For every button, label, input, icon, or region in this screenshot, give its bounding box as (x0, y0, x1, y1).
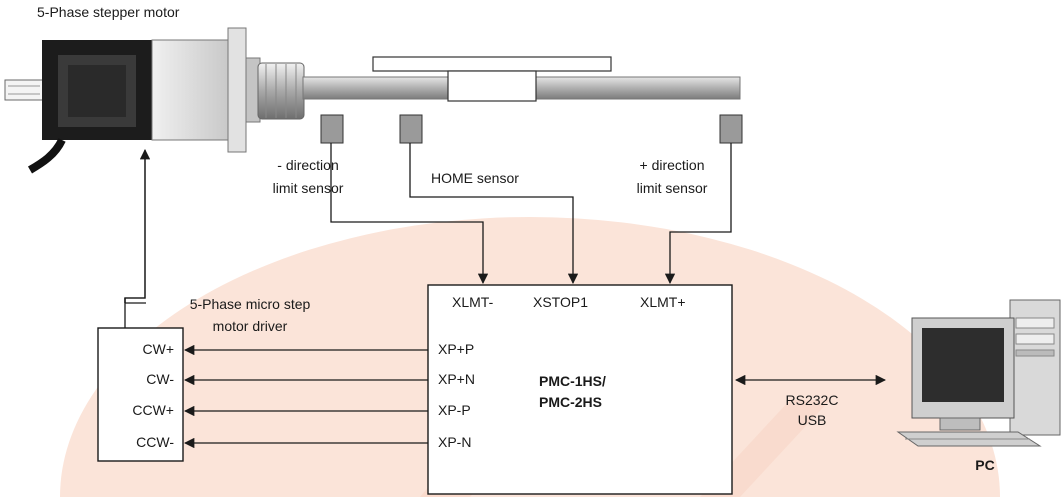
link-label-line2: USB (797, 412, 827, 428)
controller-input-xlmt-minus: XLMT- (452, 294, 494, 310)
driver-box (97, 327, 184, 462)
controller-output-xp-minus-n: XP-N (438, 434, 472, 450)
home-sensor-label: HOME sensor (431, 170, 519, 186)
controller-output-xp-minus-p: XP-P (438, 402, 471, 418)
driver-port-ccw-minus: CCW- (136, 434, 174, 450)
link-label-line1: RS232C (785, 392, 839, 408)
motor-title: 5-Phase stepper motor (37, 4, 180, 20)
minus-sensor-label-line1: - direction (277, 157, 339, 173)
minus-sensor-label-line2: limit sensor (272, 180, 344, 196)
motor-drive-arrow (124, 148, 151, 303)
pulse-arrows (183, 344, 428, 449)
driver-title-line1: 5-Phase micro step (189, 296, 311, 312)
plus-sensor-label-line2: limit sensor (636, 180, 708, 196)
driver-port-cw-plus: CW+ (142, 341, 175, 357)
plus-limit-sensor-graphic (719, 114, 743, 144)
controller-input-xstop1: XSTOP1 (533, 294, 588, 310)
plus-sensor-label-line1: + direction (639, 157, 705, 173)
driver-port-ccw-plus: CCW+ (132, 402, 174, 418)
pc-graphic (896, 299, 1061, 447)
lead-screw-graphic (257, 56, 741, 120)
controller-name-line1: PMC-1HS/ (539, 373, 606, 389)
stepper-motor-graphic (4, 27, 261, 174)
driver-title-line2: motor driver (212, 318, 288, 334)
pc-label: PC (975, 457, 995, 473)
controller-box (427, 284, 733, 495)
controller-output-xp-plus-p: XP+P (438, 341, 475, 357)
controller-name-line2: PMC-2HS (539, 394, 603, 410)
controller-input-xlmt-plus: XLMT+ (640, 294, 686, 310)
minus-limit-sensor-graphic (320, 114, 344, 144)
home-sensor-graphic (399, 114, 423, 144)
sensor-wires (330, 143, 732, 285)
driver-port-cw-minus: CW- (146, 371, 174, 387)
controller-output-xp-plus-n: XP+N (438, 371, 475, 387)
